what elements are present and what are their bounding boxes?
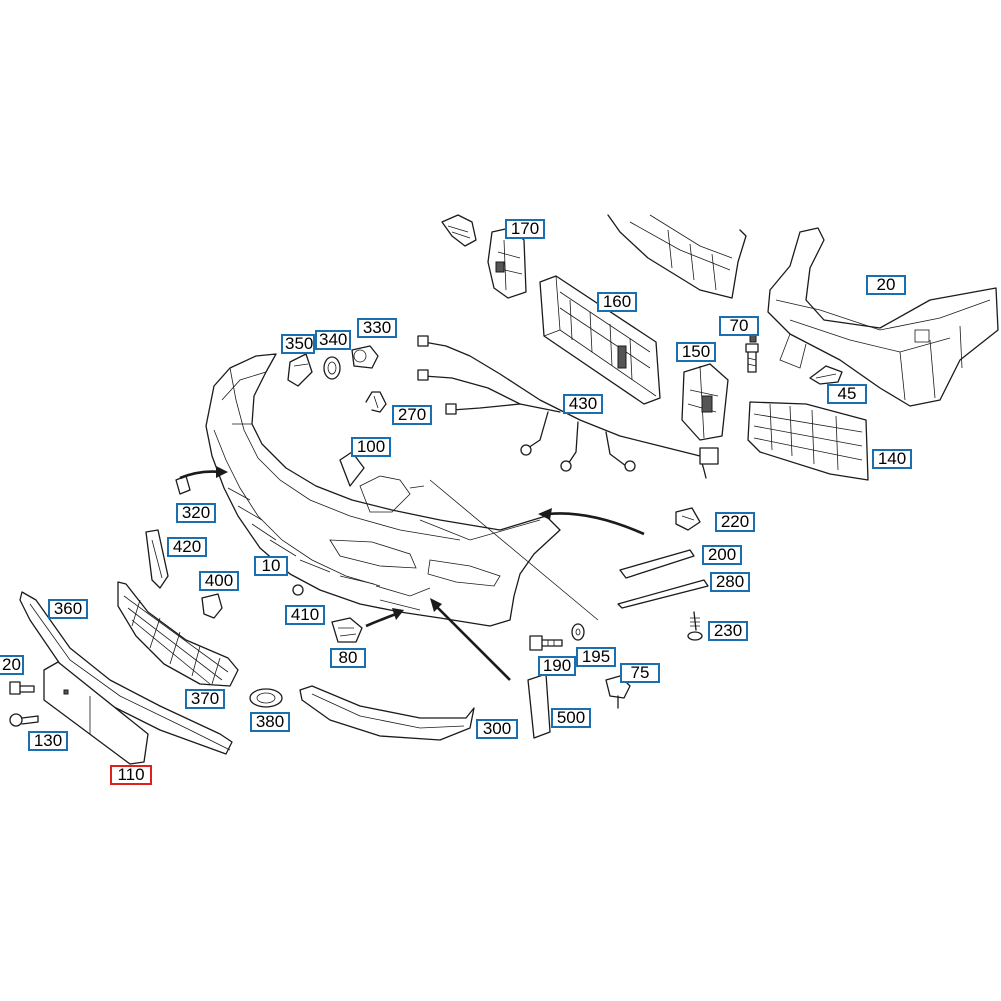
callout-80[interactable]: 80 bbox=[330, 648, 366, 668]
part-350-sensor-holder bbox=[287, 353, 313, 387]
part-130-screw bbox=[9, 713, 39, 727]
callout-195[interactable]: 195 bbox=[576, 647, 616, 667]
callout-350[interactable]: 350 bbox=[281, 334, 315, 354]
part-330-sensor bbox=[351, 345, 379, 369]
part-100-trim bbox=[339, 451, 365, 487]
assembly-arrows bbox=[179, 466, 645, 681]
callout-10[interactable]: 10 bbox=[254, 556, 288, 576]
callout-110-selected[interactable]: 110 bbox=[110, 765, 152, 785]
part-320-bracket bbox=[175, 475, 191, 495]
callout-340[interactable]: 340 bbox=[315, 330, 351, 350]
part-110-license-plate-holder bbox=[43, 661, 149, 765]
part-410-nut bbox=[292, 584, 304, 596]
callout-190[interactable]: 190 bbox=[538, 656, 576, 676]
callout-20-carrier[interactable]: 20 bbox=[866, 275, 906, 295]
callout-370[interactable]: 370 bbox=[185, 689, 225, 709]
part-280-strip bbox=[617, 579, 709, 609]
callout-500[interactable]: 500 bbox=[551, 708, 591, 728]
part-140-grille bbox=[747, 401, 869, 481]
part-340-sensor-ring bbox=[323, 356, 341, 380]
callout-330[interactable]: 330 bbox=[357, 318, 397, 338]
callout-360[interactable]: 360 bbox=[48, 599, 88, 619]
callout-320[interactable]: 320 bbox=[176, 503, 216, 523]
callout-270[interactable]: 270 bbox=[392, 405, 432, 425]
callout-300[interactable]: 300 bbox=[476, 719, 518, 739]
part-45-clip bbox=[809, 365, 843, 385]
part-270-clip bbox=[365, 391, 387, 413]
part-220-clip bbox=[675, 507, 701, 531]
callout-430[interactable]: 430 bbox=[563, 394, 603, 414]
callout-75[interactable]: 75 bbox=[620, 663, 660, 683]
part-160-absorber bbox=[539, 275, 661, 405]
callout-380[interactable]: 380 bbox=[250, 712, 290, 732]
part-500-gasket bbox=[527, 673, 551, 739]
callout-20-screw[interactable]: 20 bbox=[0, 655, 24, 675]
part-150-bracket bbox=[681, 363, 729, 441]
part-400-clip bbox=[201, 593, 223, 619]
callout-150[interactable]: 150 bbox=[676, 342, 716, 362]
callout-170[interactable]: 170 bbox=[505, 219, 545, 239]
part-80-clip bbox=[331, 617, 363, 643]
callout-70[interactable]: 70 bbox=[719, 316, 759, 336]
part-430-wiring-harness bbox=[417, 335, 719, 479]
bracket-upper-left bbox=[441, 214, 477, 247]
part-380-cover bbox=[249, 688, 283, 708]
part-10-bumper-cover bbox=[205, 353, 561, 627]
callout-140[interactable]: 140 bbox=[872, 449, 912, 469]
callout-200[interactable]: 200 bbox=[702, 545, 742, 565]
callout-45[interactable]: 45 bbox=[827, 384, 867, 404]
callout-400[interactable]: 400 bbox=[199, 571, 239, 591]
callout-160[interactable]: 160 bbox=[597, 292, 637, 312]
upper-carrier bbox=[607, 214, 747, 299]
part-370-grille bbox=[117, 581, 239, 687]
callout-410[interactable]: 410 bbox=[285, 605, 325, 625]
part-20-carrier bbox=[767, 227, 999, 407]
part-190-bolt bbox=[529, 635, 563, 651]
callout-420[interactable]: 420 bbox=[167, 537, 207, 557]
part-70-bolt bbox=[745, 331, 759, 373]
part-20-screw bbox=[9, 681, 35, 695]
part-360-trim bbox=[19, 591, 233, 755]
part-230-screw bbox=[687, 611, 703, 641]
part-195-washer bbox=[571, 623, 585, 641]
callout-230[interactable]: 230 bbox=[708, 621, 748, 641]
part-300-trim bbox=[299, 685, 475, 741]
part-420-trim bbox=[145, 529, 169, 589]
callout-280[interactable]: 280 bbox=[710, 572, 750, 592]
callout-130[interactable]: 130 bbox=[28, 731, 68, 751]
part-170-bracket bbox=[487, 227, 527, 299]
callout-220[interactable]: 220 bbox=[715, 512, 755, 532]
callout-100[interactable]: 100 bbox=[351, 437, 391, 457]
part-200-strip bbox=[619, 549, 695, 579]
